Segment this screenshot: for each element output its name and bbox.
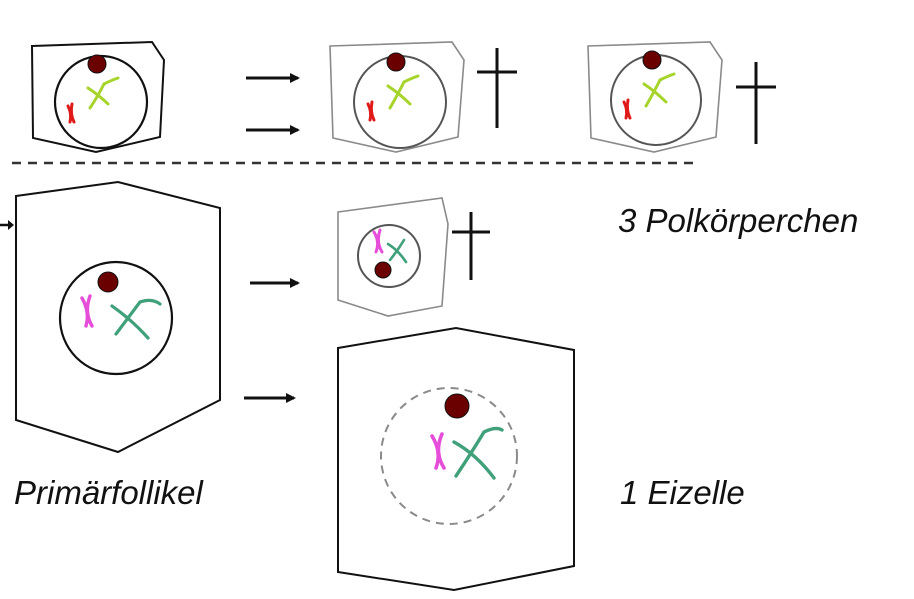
chromosome-magenta	[430, 432, 446, 470]
chromosome-magenta	[372, 228, 384, 254]
chromosome-red	[66, 102, 76, 124]
chromosome-red	[366, 100, 376, 122]
nucleolus	[97, 271, 119, 293]
egg-cell-label: 1 Eizelle	[620, 474, 745, 511]
chromosome-lime	[642, 72, 676, 108]
top-cell-3	[587, 41, 723, 153]
chromosome-lime	[386, 74, 420, 110]
primary-follicle-label: Primärfollikel	[14, 474, 203, 511]
nucleolus	[87, 54, 107, 74]
chromosome-green	[452, 426, 504, 480]
nucleolus	[374, 261, 392, 279]
top-cell-2	[329, 41, 465, 153]
death-cross-icon	[477, 48, 517, 128]
primary-follicle-cell	[15, 180, 221, 454]
nucleolus	[386, 52, 406, 72]
chromosome-magenta	[80, 294, 94, 328]
nucleolus	[444, 393, 470, 419]
death-cross-icon	[452, 212, 490, 280]
death-cross-icon	[736, 62, 776, 144]
egg-cell	[337, 326, 575, 592]
chromosome-red	[622, 98, 632, 120]
chromosome-lime	[86, 76, 120, 110]
chromosome-green	[110, 298, 162, 340]
dashed-nucleus	[380, 387, 518, 525]
polar-bodies-label: 3 Polkörperchen	[618, 202, 859, 239]
chromosome-green	[386, 238, 408, 264]
polar-body-cell	[337, 197, 449, 317]
nucleolus	[642, 50, 662, 70]
top-cell-1	[30, 40, 166, 154]
